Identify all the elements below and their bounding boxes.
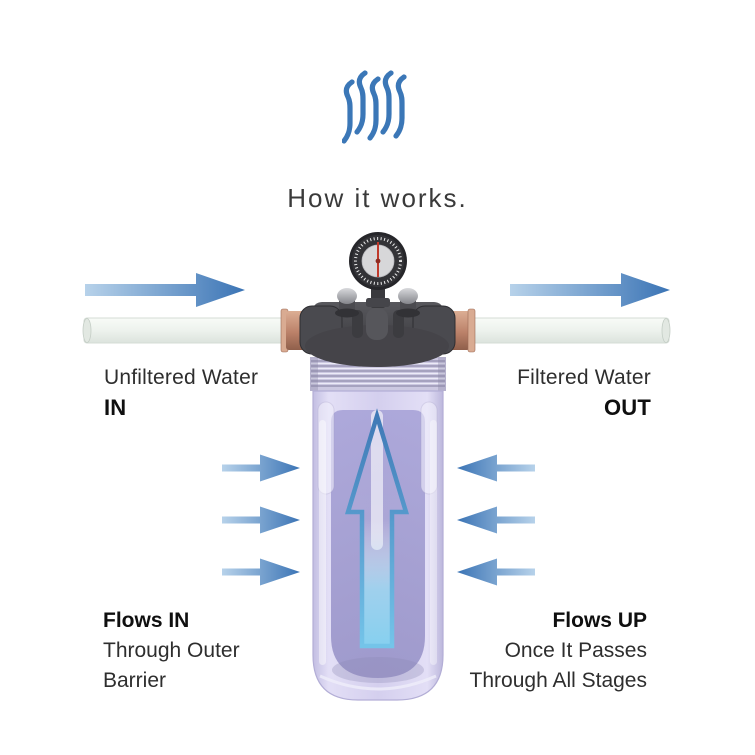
inflow-arrow-icon	[222, 558, 300, 586]
flows-in-line2: Barrier	[103, 669, 167, 692]
inflow-arrow-icon	[457, 454, 535, 482]
outlet-flow-arrow-icon	[510, 273, 670, 307]
outlet-direction-label: OUT	[603, 395, 651, 420]
center-port-icon	[366, 308, 388, 340]
mounting-bolt-right-icon	[396, 288, 420, 318]
flows-in-line1: Through Outer	[103, 639, 240, 662]
flows-up-caption: Flows UP Once It Passes Through All Stag…	[470, 606, 647, 696]
side-inflow-arrows-right	[457, 454, 535, 586]
inflow-arrow-icon	[457, 558, 535, 586]
page-title: How it works.	[287, 183, 468, 213]
inlet-label: Unfiltered Water	[104, 366, 259, 389]
flows-in-heading: Flows IN	[103, 609, 190, 632]
inlet-flow-arrow-icon	[85, 273, 245, 307]
outlet-pipe	[445, 317, 671, 344]
mounting-bolt-left-icon	[335, 288, 359, 318]
filter-head	[299, 288, 456, 367]
inflow-arrow-icon	[222, 506, 300, 534]
inflow-arrow-icon	[222, 454, 300, 482]
pressure-gauge	[349, 232, 407, 308]
inlet-pipe	[82, 317, 311, 344]
inlet-direction-label: IN	[104, 395, 127, 420]
flows-in-caption: Flows IN Through Outer Barrier	[103, 606, 240, 696]
flows-up-heading: Flows UP	[552, 609, 647, 632]
side-inflow-arrows-left	[222, 454, 300, 586]
inflow-arrow-icon	[457, 506, 535, 534]
flows-up-line1: Once It Passes	[504, 639, 647, 662]
flows-up-line2: Through All Stages	[469, 669, 647, 692]
gauge-needle-icon	[375, 242, 381, 277]
thread-collar	[310, 357, 446, 391]
up-flow-arrow-icon	[344, 408, 410, 649]
outlet-label: Filtered Water	[517, 366, 651, 389]
